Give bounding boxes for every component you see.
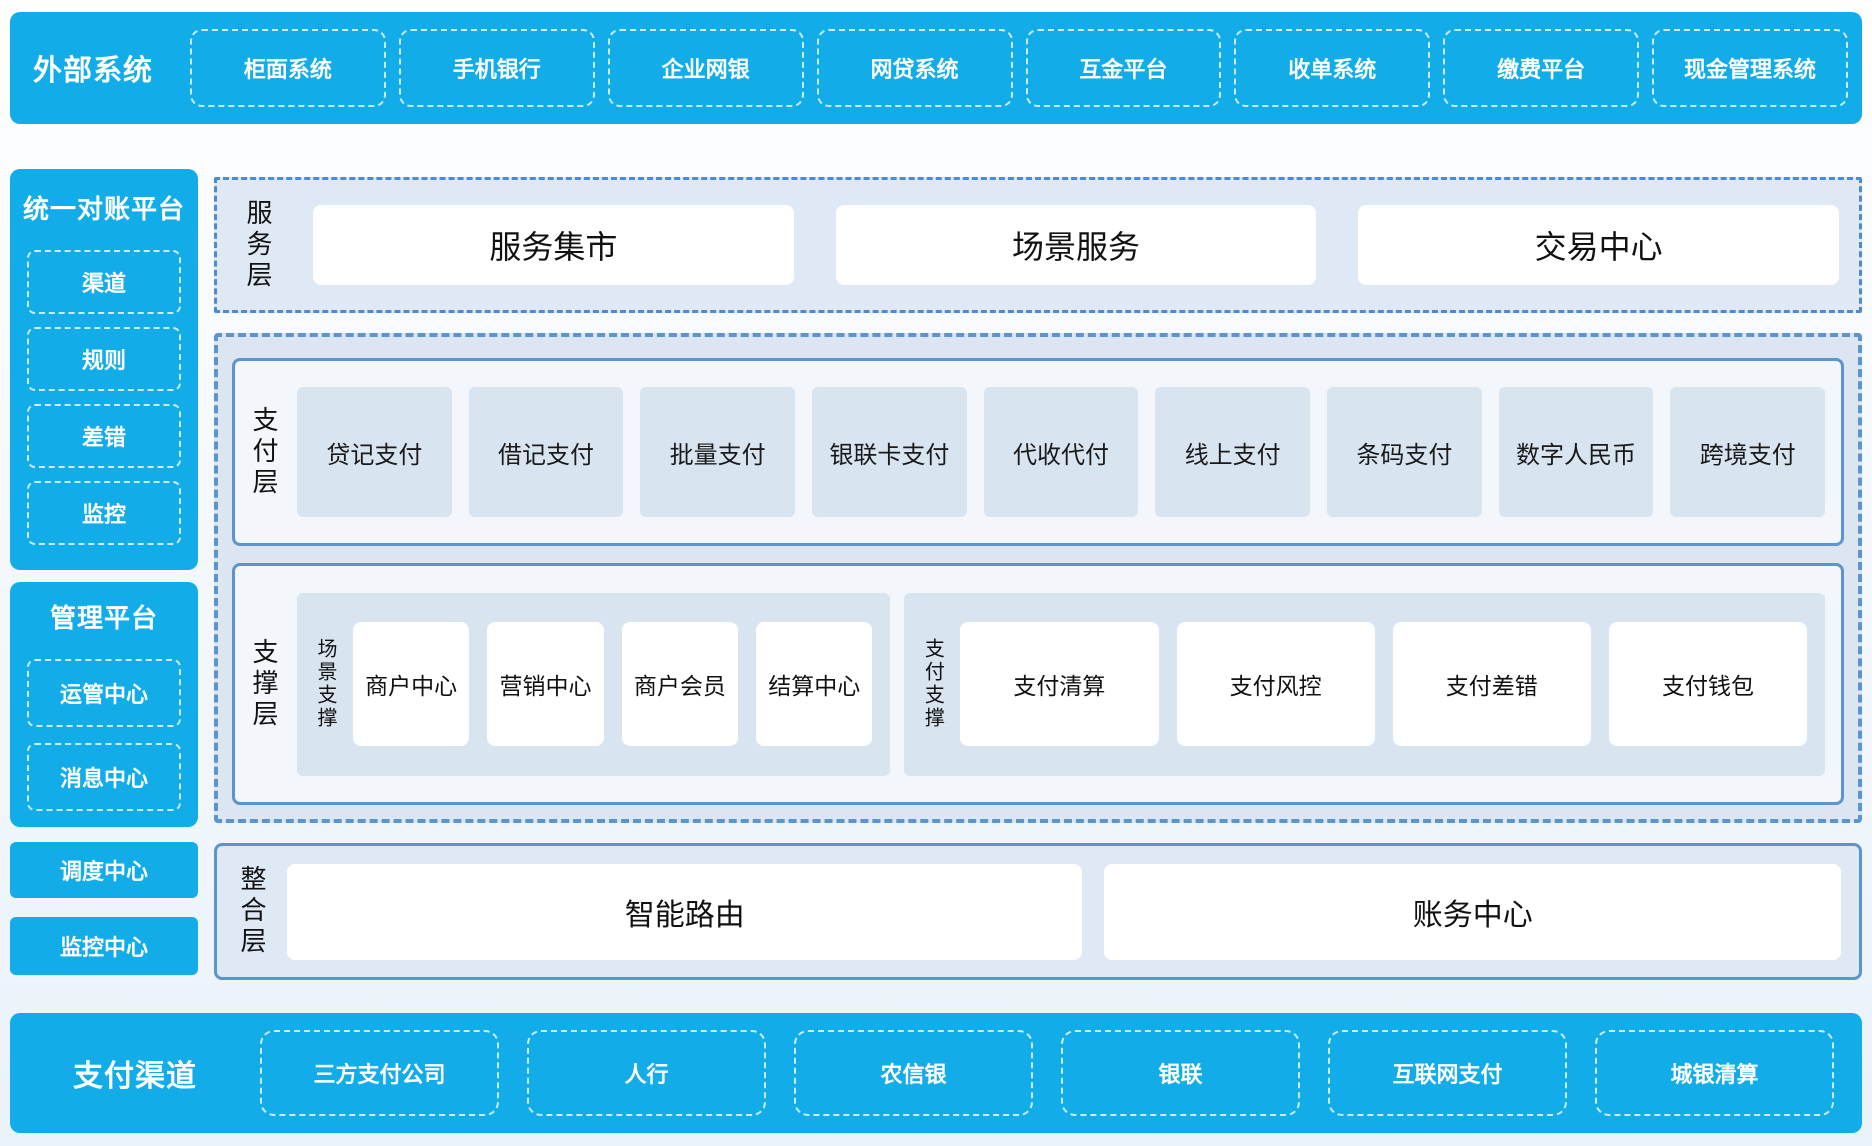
- payment-item: 借记支付: [468, 387, 624, 517]
- external-systems-list: 柜面系统 手机银行 企业网银 网贷系统 互金平台 收单系统 缴费平台 现金管理系…: [190, 29, 1848, 107]
- service-layer-label: 服务层: [243, 198, 273, 292]
- payment-channel-item: 三方支付公司: [260, 1030, 499, 1116]
- payment-support-item: 支付钱包: [1608, 622, 1808, 746]
- architecture-main: 服务层 服务集市 场景服务 交易中心 支付层 贷记支付 借记支付 批量支付 银联…: [214, 124, 1862, 980]
- payment-support-label: 支付支撑: [921, 638, 944, 730]
- payment-item: 数字人民币: [1498, 387, 1654, 517]
- integration-item: 账务中心: [1104, 863, 1841, 960]
- reconciliation-platform-card: 统一对账平台 渠道 规则 差错 监控: [10, 169, 198, 570]
- payment-channels-list: 三方支付公司 人行 农信银 银联 互联网支付 城银清算: [260, 1030, 1834, 1116]
- reconciliation-item: 规则: [27, 327, 181, 391]
- integration-layer-label: 整合层: [237, 865, 267, 958]
- payment-channel-item: 农信银: [794, 1030, 1033, 1116]
- external-system-item: 企业网银: [607, 29, 804, 107]
- integration-item: 智能路由: [287, 863, 1083, 960]
- core-dashed-container: 支付层 贷记支付 借记支付 批量支付 银联卡支付 代收代付 线上支付 条码支付 …: [214, 333, 1862, 823]
- management-item: 消息中心: [27, 743, 181, 811]
- reconciliation-item: 监控: [27, 481, 181, 545]
- external-system-item: 网贷系统: [816, 29, 1013, 107]
- scene-support-item: 商户中心: [353, 622, 470, 746]
- service-layer-item: 交易中心: [1358, 205, 1840, 285]
- service-layer: 服务层 服务集市 场景服务 交易中心: [214, 177, 1862, 313]
- integration-layer: 整合层 智能路由 账务中心: [214, 843, 1862, 980]
- reconciliation-platform-title: 统一对账平台: [22, 194, 185, 224]
- external-systems-title: 外部系统: [32, 55, 153, 87]
- payment-layer-items: 贷记支付 借记支付 批量支付 银联卡支付 代收代付 线上支付 条码支付 数字人民…: [297, 387, 1826, 517]
- reconciliation-item: 渠道: [27, 250, 181, 314]
- scene-support-panel: 场景支撑 商户中心 营销中心 商户会员 结算中心: [297, 592, 891, 776]
- payment-channel-item: 银联: [1061, 1030, 1300, 1116]
- payment-item: 条码支付: [1327, 387, 1482, 517]
- external-system-item: 互金平台: [1025, 29, 1222, 107]
- scene-support-item: 商户会员: [621, 622, 739, 746]
- management-platform-title: 管理平台: [49, 603, 158, 633]
- external-system-item: 柜面系统: [190, 29, 386, 107]
- monitor-center-block: 监控中心: [10, 917, 198, 975]
- payment-item: 代收代付: [983, 387, 1139, 517]
- management-item: 运管中心: [27, 659, 181, 727]
- payment-layer-label: 支付层: [249, 405, 279, 499]
- payment-item: 银联卡支付: [812, 387, 967, 517]
- dispatch-center-block: 调度中心: [10, 842, 198, 898]
- payment-item: 线上支付: [1155, 387, 1311, 517]
- payment-channel-item: 城银清算: [1595, 1030, 1834, 1116]
- top-margin: [0, 0, 1872, 12]
- payment-item: 批量支付: [640, 387, 796, 517]
- payment-support-item: 支付差错: [1392, 622, 1591, 746]
- middle-region: 统一对账平台 渠道 规则 差错 监控 管理平台 运管中心 消息中心 调度中心 监…: [10, 124, 1862, 980]
- payment-channels-title: 支付渠道: [73, 1060, 197, 1093]
- external-system-item: 收单系统: [1234, 29, 1431, 107]
- external-systems-banner: 外部系统 柜面系统 手机银行 企业网银 网贷系统 互金平台 收单系统 缴费平台 …: [10, 12, 1862, 124]
- service-layer-item: 场景服务: [835, 205, 1317, 285]
- external-system-item: 现金管理系统: [1652, 29, 1848, 107]
- payment-channel-item: 人行: [527, 1030, 766, 1116]
- scene-support-label: 场景支撑: [314, 638, 336, 730]
- payment-item: 贷记支付: [297, 387, 452, 517]
- payment-support-item: 支付清算: [960, 622, 1159, 746]
- scene-support-item: 营销中心: [487, 622, 604, 746]
- payment-channel-item: 互联网支付: [1328, 1030, 1567, 1116]
- scene-support-item: 结算中心: [756, 622, 873, 746]
- external-system-item: 缴费平台: [1443, 29, 1640, 107]
- payment-channels-banner: 支付渠道 三方支付公司 人行 农信银 银联 互联网支付 城银清算: [10, 1013, 1862, 1133]
- payment-support-item: 支付风控: [1176, 622, 1375, 746]
- service-layer-item: 服务集市: [313, 205, 794, 285]
- payment-support-panel: 支付支撑 支付清算 支付风控 支付差错 支付钱包: [904, 592, 1825, 776]
- payment-item: 跨境支付: [1670, 387, 1826, 517]
- left-sidebar: 统一对账平台 渠道 规则 差错 监控 管理平台 运管中心 消息中心 调度中心 监…: [10, 124, 198, 980]
- support-layer-panels: 场景支撑 商户中心 营销中心 商户会员 结算中心 支付支撑 支付清算 支付风控 …: [297, 592, 1825, 776]
- support-layer-label: 支撑层: [249, 637, 279, 731]
- external-system-item: 手机银行: [398, 29, 595, 107]
- reconciliation-item: 差错: [27, 404, 181, 468]
- management-platform-card: 管理平台 运管中心 消息中心: [10, 582, 198, 827]
- payment-layer: 支付层 贷记支付 借记支付 批量支付 银联卡支付 代收代付 线上支付 条码支付 …: [232, 358, 1844, 546]
- support-layer: 支撑层 场景支撑 商户中心 营销中心 商户会员 结算中心 支付支撑 支付清算 支…: [232, 563, 1844, 805]
